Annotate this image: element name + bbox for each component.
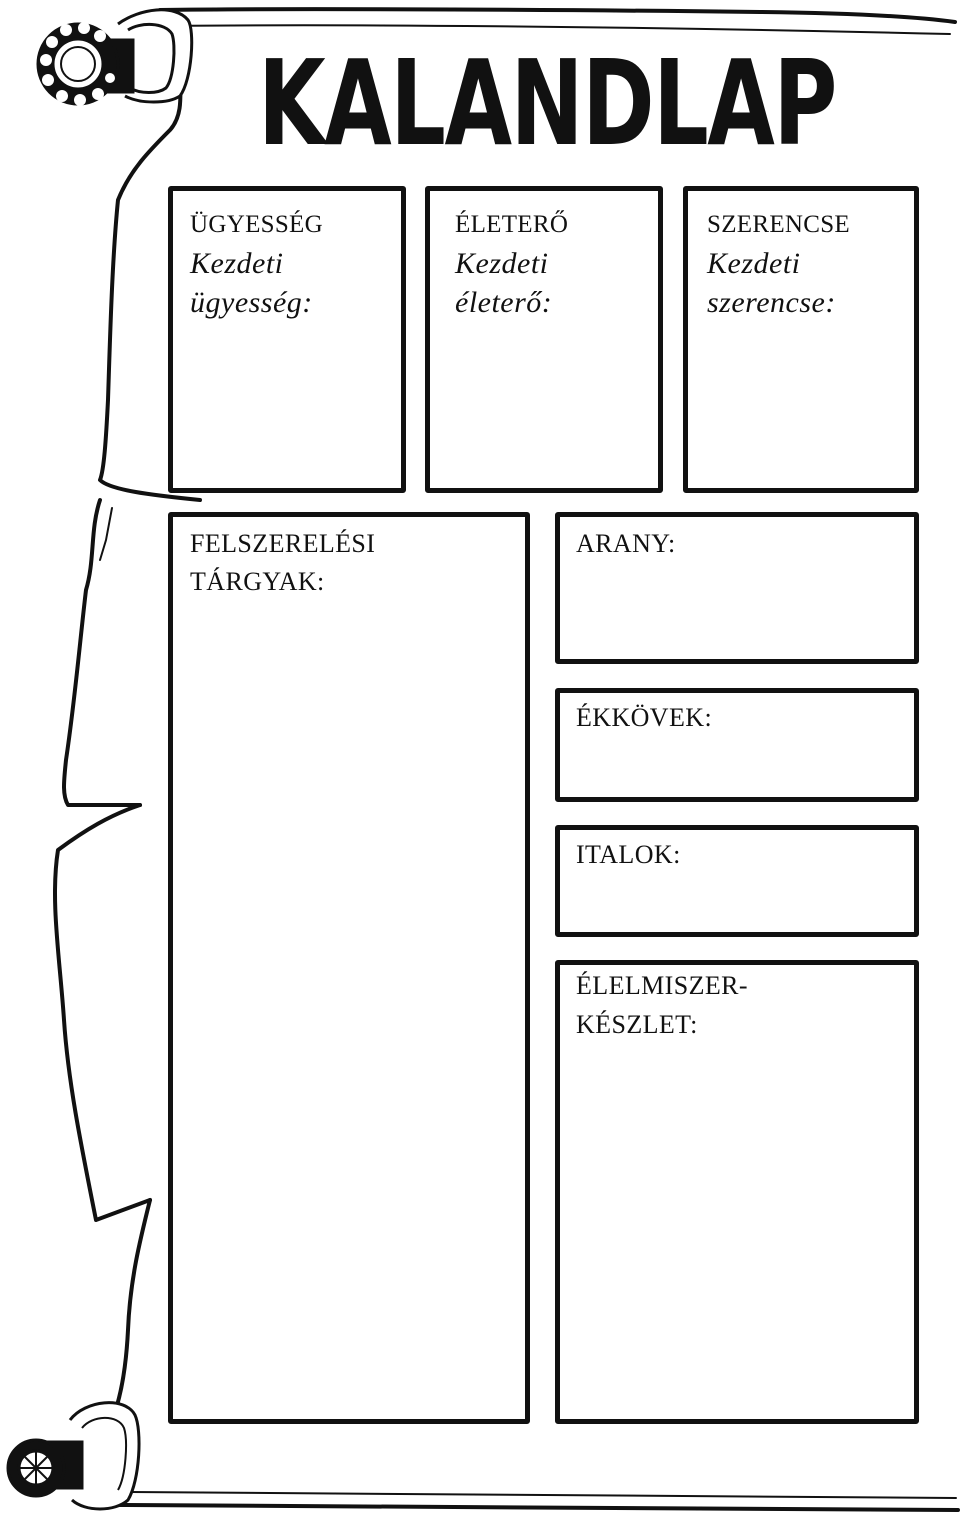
- provisions-label-line2: KÉSZLET:: [576, 1010, 698, 1039]
- page-title: KALANDLAP: [258, 34, 837, 172]
- equipment-label-line2: TÁRGYAK:: [190, 567, 325, 596]
- stamina-box[interactable]: [425, 186, 663, 493]
- luck-starting-label-line2: szerencse:: [707, 286, 836, 319]
- equipment-label-line1: FELSZERELÉSI: [190, 529, 376, 558]
- skill-starting-label-line1: Kezdeti: [190, 247, 284, 280]
- luck-box[interactable]: [683, 186, 919, 493]
- stamina-starting-label-line1: Kezdeti: [455, 247, 549, 280]
- potions-label: ITALOK:: [576, 840, 681, 869]
- equipment-box[interactable]: [168, 512, 530, 1424]
- jewels-box[interactable]: [555, 688, 919, 802]
- provisions-box[interactable]: [555, 960, 919, 1424]
- potions-box[interactable]: [555, 825, 919, 937]
- stamina-starting-label-line2: életerő:: [455, 286, 553, 319]
- luck-starting-label-line1: Kezdeti: [707, 247, 801, 280]
- gold-box[interactable]: [555, 512, 919, 664]
- stamina-label: ÉLETERŐ: [455, 211, 569, 238]
- gold-label: ARANY:: [576, 529, 676, 558]
- scroll-knob-icon: [36, 8, 194, 106]
- skill-label: ÜGYESSÉG: [190, 211, 323, 238]
- skill-starting-label-line2: ügyesség:: [190, 286, 313, 319]
- provisions-label-line1: ÉLELMISZER-: [576, 971, 748, 1000]
- jewels-label: ÉKKÖVEK:: [576, 703, 713, 732]
- scroll-knob-icon: [6, 1401, 141, 1511]
- skill-box[interactable]: [168, 186, 406, 493]
- luck-label: SZERENCSE: [707, 211, 850, 238]
